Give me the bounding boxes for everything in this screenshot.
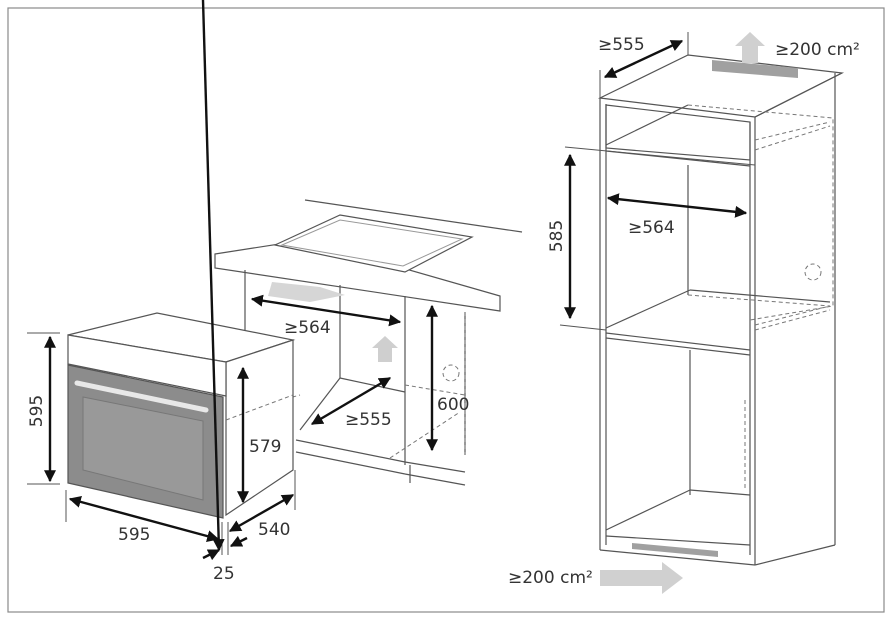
niche-width-arrow [250, 294, 402, 327]
oven-body-height-label: 579 [249, 437, 281, 457]
cabinet-depth-label: ≥555 [598, 35, 645, 55]
oven-depth-label: 540 [258, 520, 290, 540]
oven-side [225, 339, 294, 517]
niche-width-arrow [606, 193, 748, 218]
oven-width-arrow [68, 496, 220, 542]
inflow-arrow-icon [600, 562, 683, 594]
up-arrow-icon [735, 32, 765, 63]
niche-width-label: ≥564 [284, 318, 331, 338]
hob [273, 214, 474, 273]
socket-icon [804, 263, 822, 281]
niche-depth-label: ≥555 [345, 410, 392, 430]
niche-depth-arrow [310, 376, 392, 426]
oven-depth-arrow [228, 493, 295, 533]
top-vent [712, 60, 798, 78]
door-handle [74, 380, 209, 413]
tall-cabinet: ≥555 ≥200 cm² 585 ≥564 ≥200 cm² [508, 32, 860, 594]
door-offset-label: 25 [213, 564, 235, 584]
oven-width-label: 595 [118, 525, 150, 545]
bottom-vent-label: ≥200 cm² [508, 568, 593, 588]
door-offset-arrow-left [202, 548, 221, 561]
up-arrow-icon [372, 336, 398, 362]
niche-width-label: ≥564 [628, 218, 675, 238]
cabinet-depth-arrow [603, 39, 684, 79]
door-offset-arrow-right [229, 535, 248, 548]
top-vent-label: ≥200 cm² [775, 40, 860, 60]
niche-height-label: 600 [437, 395, 469, 415]
oven: 595 595 540 25 579 [27, 0, 296, 584]
diagram-frame [7, 7, 885, 613]
under-counter-niche: ≥564 ≥555 600 [214, 199, 523, 486]
control-panel [67, 334, 227, 397]
niche-height-label: 585 [547, 220, 567, 252]
oven-height-label: 595 [27, 395, 47, 427]
bottom-vent [632, 543, 718, 557]
socket-icon [442, 364, 460, 382]
